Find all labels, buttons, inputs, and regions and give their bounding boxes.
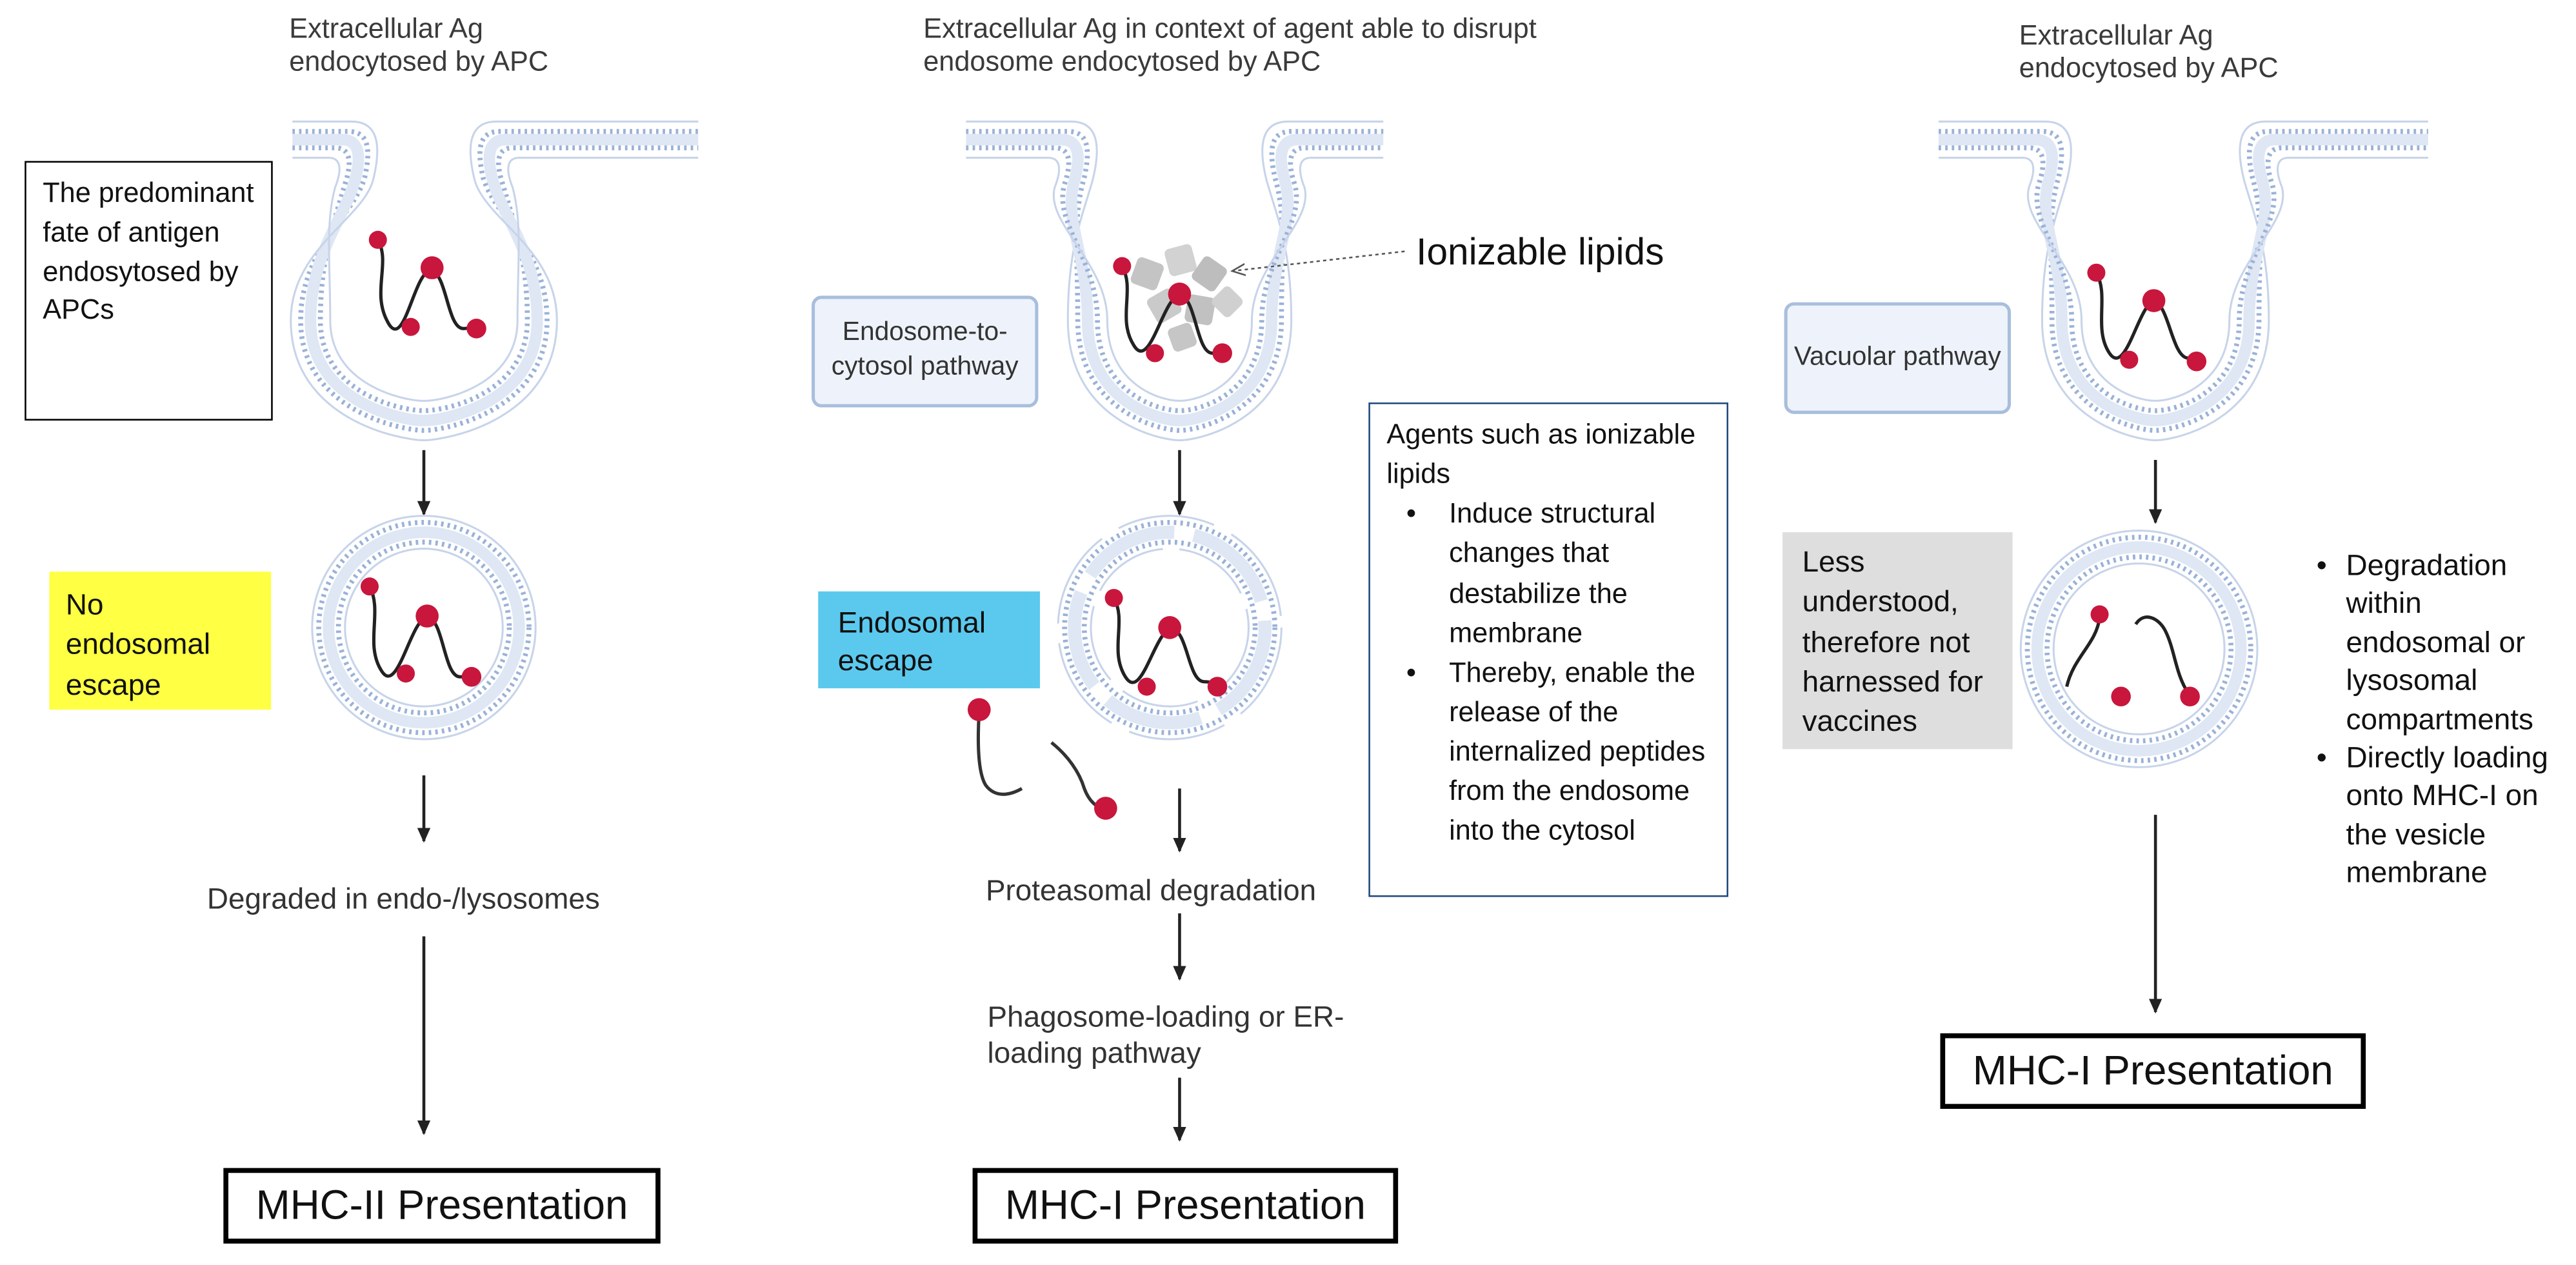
middle-antigen-peptide — [1113, 257, 1232, 363]
info-box-bullet: Induce structural changes that destabili… — [1386, 495, 1710, 653]
right-fate-bullet: Degradation within endosomal or lysosoma… — [2313, 547, 2573, 739]
antigen-particle — [2120, 350, 2139, 369]
antigen-particle — [368, 230, 387, 249]
middle-step-loading: Phagosome-loading or ER-loading pathway — [987, 1000, 1344, 1069]
left-endosome — [311, 515, 537, 741]
antigen-particle — [397, 664, 415, 683]
info-box-bullet: Thereby, enable the release of the inter… — [1386, 653, 1710, 852]
antigen-particle — [1104, 588, 1123, 607]
antigen-particle — [1094, 797, 1117, 820]
antigen-particle — [1158, 615, 1182, 639]
ionizable-lipids-label: Ionizable lipids — [1416, 230, 1664, 273]
right-endosome — [2019, 530, 2259, 768]
antigen-particle — [466, 319, 486, 339]
info-box-intro: Agents such as ionizable lipids — [1386, 419, 1696, 490]
left-header: Extracellular Ag endocytosed by APC — [289, 13, 549, 78]
mhc-i-presentation-middle: MHC-I Presentation — [972, 1168, 1399, 1244]
ionizable-lipids-info-box: Agents such as ionizable lipids Induce s… — [1368, 402, 1729, 897]
antigen-particle — [2142, 289, 2166, 312]
antigen-particle — [360, 577, 379, 596]
middle-endocytosis-membrane — [966, 120, 1384, 442]
right-header: Extracellular Ag endocytosed by APC — [2019, 19, 2279, 85]
vacuolar-pathway: Vacuolar pathway — [1784, 302, 2012, 414]
antigen-particle — [2111, 686, 2131, 707]
antigen-particle — [2180, 686, 2200, 707]
middle-step-proteasomal: Proteasomal degradation — [985, 873, 1317, 907]
antigen-particle — [2087, 263, 2106, 282]
mhc-ii-presentation: MHC-II Presentation — [223, 1168, 661, 1244]
less-understood-note: Less understood, therefore not harnessed… — [1782, 532, 2013, 750]
antigen-particle — [461, 666, 482, 687]
antigen-particle — [1207, 677, 1228, 697]
antigen-particle — [967, 698, 991, 721]
antigen-particle — [1146, 344, 1164, 363]
right-fate-bullet: Directly loading onto MHC-I on the vesic… — [2313, 739, 2573, 893]
middle-disrupted-endosome — [1057, 515, 1283, 741]
antigen-particle — [2090, 605, 2109, 624]
left-antigen-peptide — [368, 230, 486, 339]
antigen-particle — [1113, 257, 1132, 275]
left-endocytosis-membrane — [290, 120, 699, 442]
antigen-particle — [1212, 343, 1232, 363]
endosomal-escape-label: Endosomal escape — [818, 591, 1040, 689]
mhc-i-presentation-right: MHC-I Presentation — [1940, 1033, 2366, 1109]
ionizable-lipids-pointer — [1232, 250, 1405, 272]
left-fate-note: The predominant fate of antigen endosyto… — [25, 161, 273, 421]
ionizable-lipid-cluster — [1130, 244, 1243, 352]
no-endosomal-escape-label: No endosomal escape — [49, 572, 272, 710]
endosome-to-cytosol-pathway: Endosome-to-cytosol pathway — [812, 295, 1039, 408]
right-endocytosis-membrane — [1938, 120, 2428, 442]
antigen-particle — [420, 256, 444, 279]
middle-header: Extracellular Ag in context of agent abl… — [923, 13, 1537, 78]
right-fate-list: Degradation within endosomal or lysosoma… — [2313, 547, 2573, 893]
antigen-particle — [2186, 351, 2207, 372]
left-step-degraded: Degraded in endo-/lysosomes — [206, 882, 600, 915]
right-antigen-peptide — [2087, 263, 2207, 372]
antigen-particle — [401, 317, 420, 336]
escaped-peptides — [967, 698, 1117, 820]
antigen-particle — [415, 604, 439, 628]
antigen-particle — [1168, 283, 1192, 306]
antigen-particle — [1137, 677, 1156, 696]
